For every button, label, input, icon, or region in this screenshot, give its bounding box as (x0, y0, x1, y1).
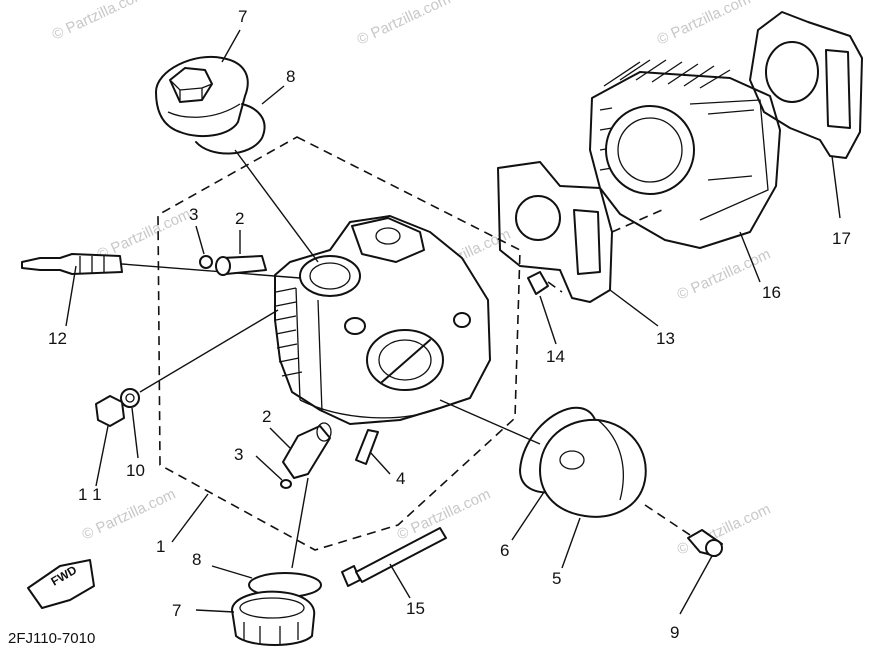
leader-lines (65, 29, 841, 615)
callout-8: 8 (192, 550, 201, 569)
callout-3: 3 (189, 205, 198, 224)
callout-17: 17 (832, 229, 851, 248)
washer (120, 388, 140, 408)
stud-bolt (355, 429, 379, 465)
dowel-pin-top (199, 255, 213, 269)
callout-6: 6 (500, 541, 509, 560)
fwd-arrow-icon: FWD (27, 559, 95, 609)
dowel-14 (527, 271, 549, 295)
callout-15: 15 (406, 599, 425, 618)
assembly-outline (157, 136, 521, 551)
fitting-bottom (282, 422, 332, 479)
long-bolt (341, 527, 447, 587)
cylinder (589, 59, 781, 249)
callout-3: 3 (234, 445, 243, 464)
leader-washer (139, 309, 279, 393)
base-gasket (749, 11, 863, 159)
callout-1: 1 (156, 537, 165, 556)
callout-8: 8 (286, 67, 295, 86)
side-cover (539, 418, 647, 518)
callout-10: 10 (126, 461, 145, 480)
callout-9: 9 (670, 623, 679, 642)
o-ring-top (195, 103, 266, 155)
leader-cover (439, 399, 541, 445)
callout-labels: 7 8 3 2 12 10 1 1 2 3 4 1 8 7 15 6 5 9 1… (48, 7, 851, 642)
leader-cylinder (611, 209, 663, 233)
callout-13: 13 (656, 329, 675, 348)
callout-5: 5 (552, 569, 561, 588)
cover-gasket (519, 406, 598, 494)
spark-plug (21, 253, 301, 279)
callout-2: 2 (235, 209, 244, 228)
callout-12: 12 (48, 329, 67, 348)
callout-7: 7 (238, 7, 247, 26)
diagram-code: 2FJ110-7010 (8, 630, 95, 647)
cover-bolt (687, 529, 723, 557)
oil-filler-cap-top (155, 55, 249, 138)
fitting-top (215, 255, 267, 276)
callout-16: 16 (762, 283, 781, 302)
cylinder-head (274, 215, 491, 425)
oil-filler-cap-bottom (231, 590, 316, 646)
watermark: © Partzilla.com (355, 0, 454, 49)
leader-dowel (547, 281, 563, 293)
watermark: © Partzilla.com (655, 0, 754, 49)
watermark: © Partzilla.com (50, 0, 149, 44)
callout-4: 4 (396, 469, 405, 488)
callout-2: 2 (262, 407, 271, 426)
callout-14: 14 (546, 347, 565, 366)
watermark: © Partzilla.com (675, 246, 774, 304)
dowel-pin-bottom (280, 479, 292, 489)
callout-7: 7 (172, 601, 181, 620)
callout-11: 1 1 (78, 485, 102, 504)
watermark: © Partzilla.com (675, 501, 774, 559)
plug-bolt (95, 395, 125, 427)
head-gasket (497, 161, 613, 303)
leader-bolt (644, 504, 691, 536)
